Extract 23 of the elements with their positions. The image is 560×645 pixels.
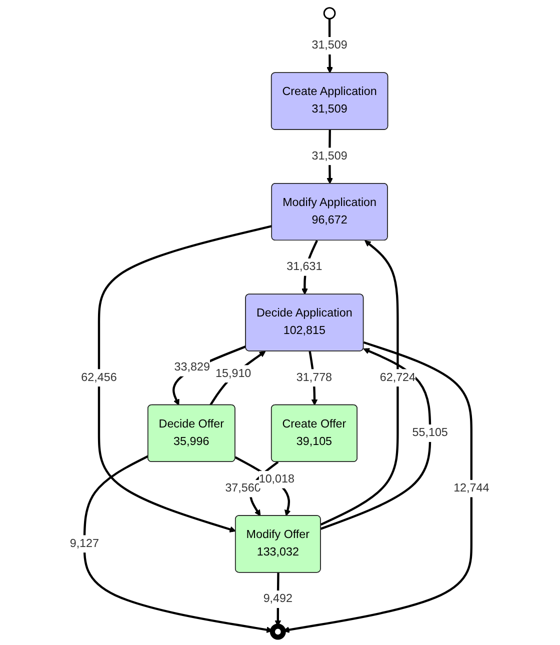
edge-label: 62,456 [82, 371, 118, 384]
edge-label: 33,829 [174, 361, 210, 374]
node-circle [270, 624, 286, 640]
arrow [84, 455, 274, 633]
arrow [320, 348, 432, 530]
edge-label: 10,018 [259, 473, 295, 486]
edge-label: 15,910 [216, 367, 252, 380]
arrow [283, 341, 473, 633]
node-circle [324, 7, 336, 20]
edge-label: 9,492 [264, 592, 293, 606]
edge-label: 31,509 [312, 39, 348, 52]
arrow [98, 224, 273, 532]
edge-label: 31,778 [296, 371, 333, 384]
edge-label: 37,560 [226, 482, 262, 494]
edge-label: 55,105 [412, 426, 448, 440]
arrow [210, 350, 266, 406]
edge-label: 31,509 [312, 150, 348, 162]
edge-label: 12,744 [454, 482, 490, 494]
edge-label: 62,724 [380, 371, 416, 384]
edge-label: 9,127 [70, 537, 100, 550]
edge-label: 31,631 [287, 260, 323, 273]
arrow [173, 345, 247, 406]
arrow [320, 240, 400, 526]
